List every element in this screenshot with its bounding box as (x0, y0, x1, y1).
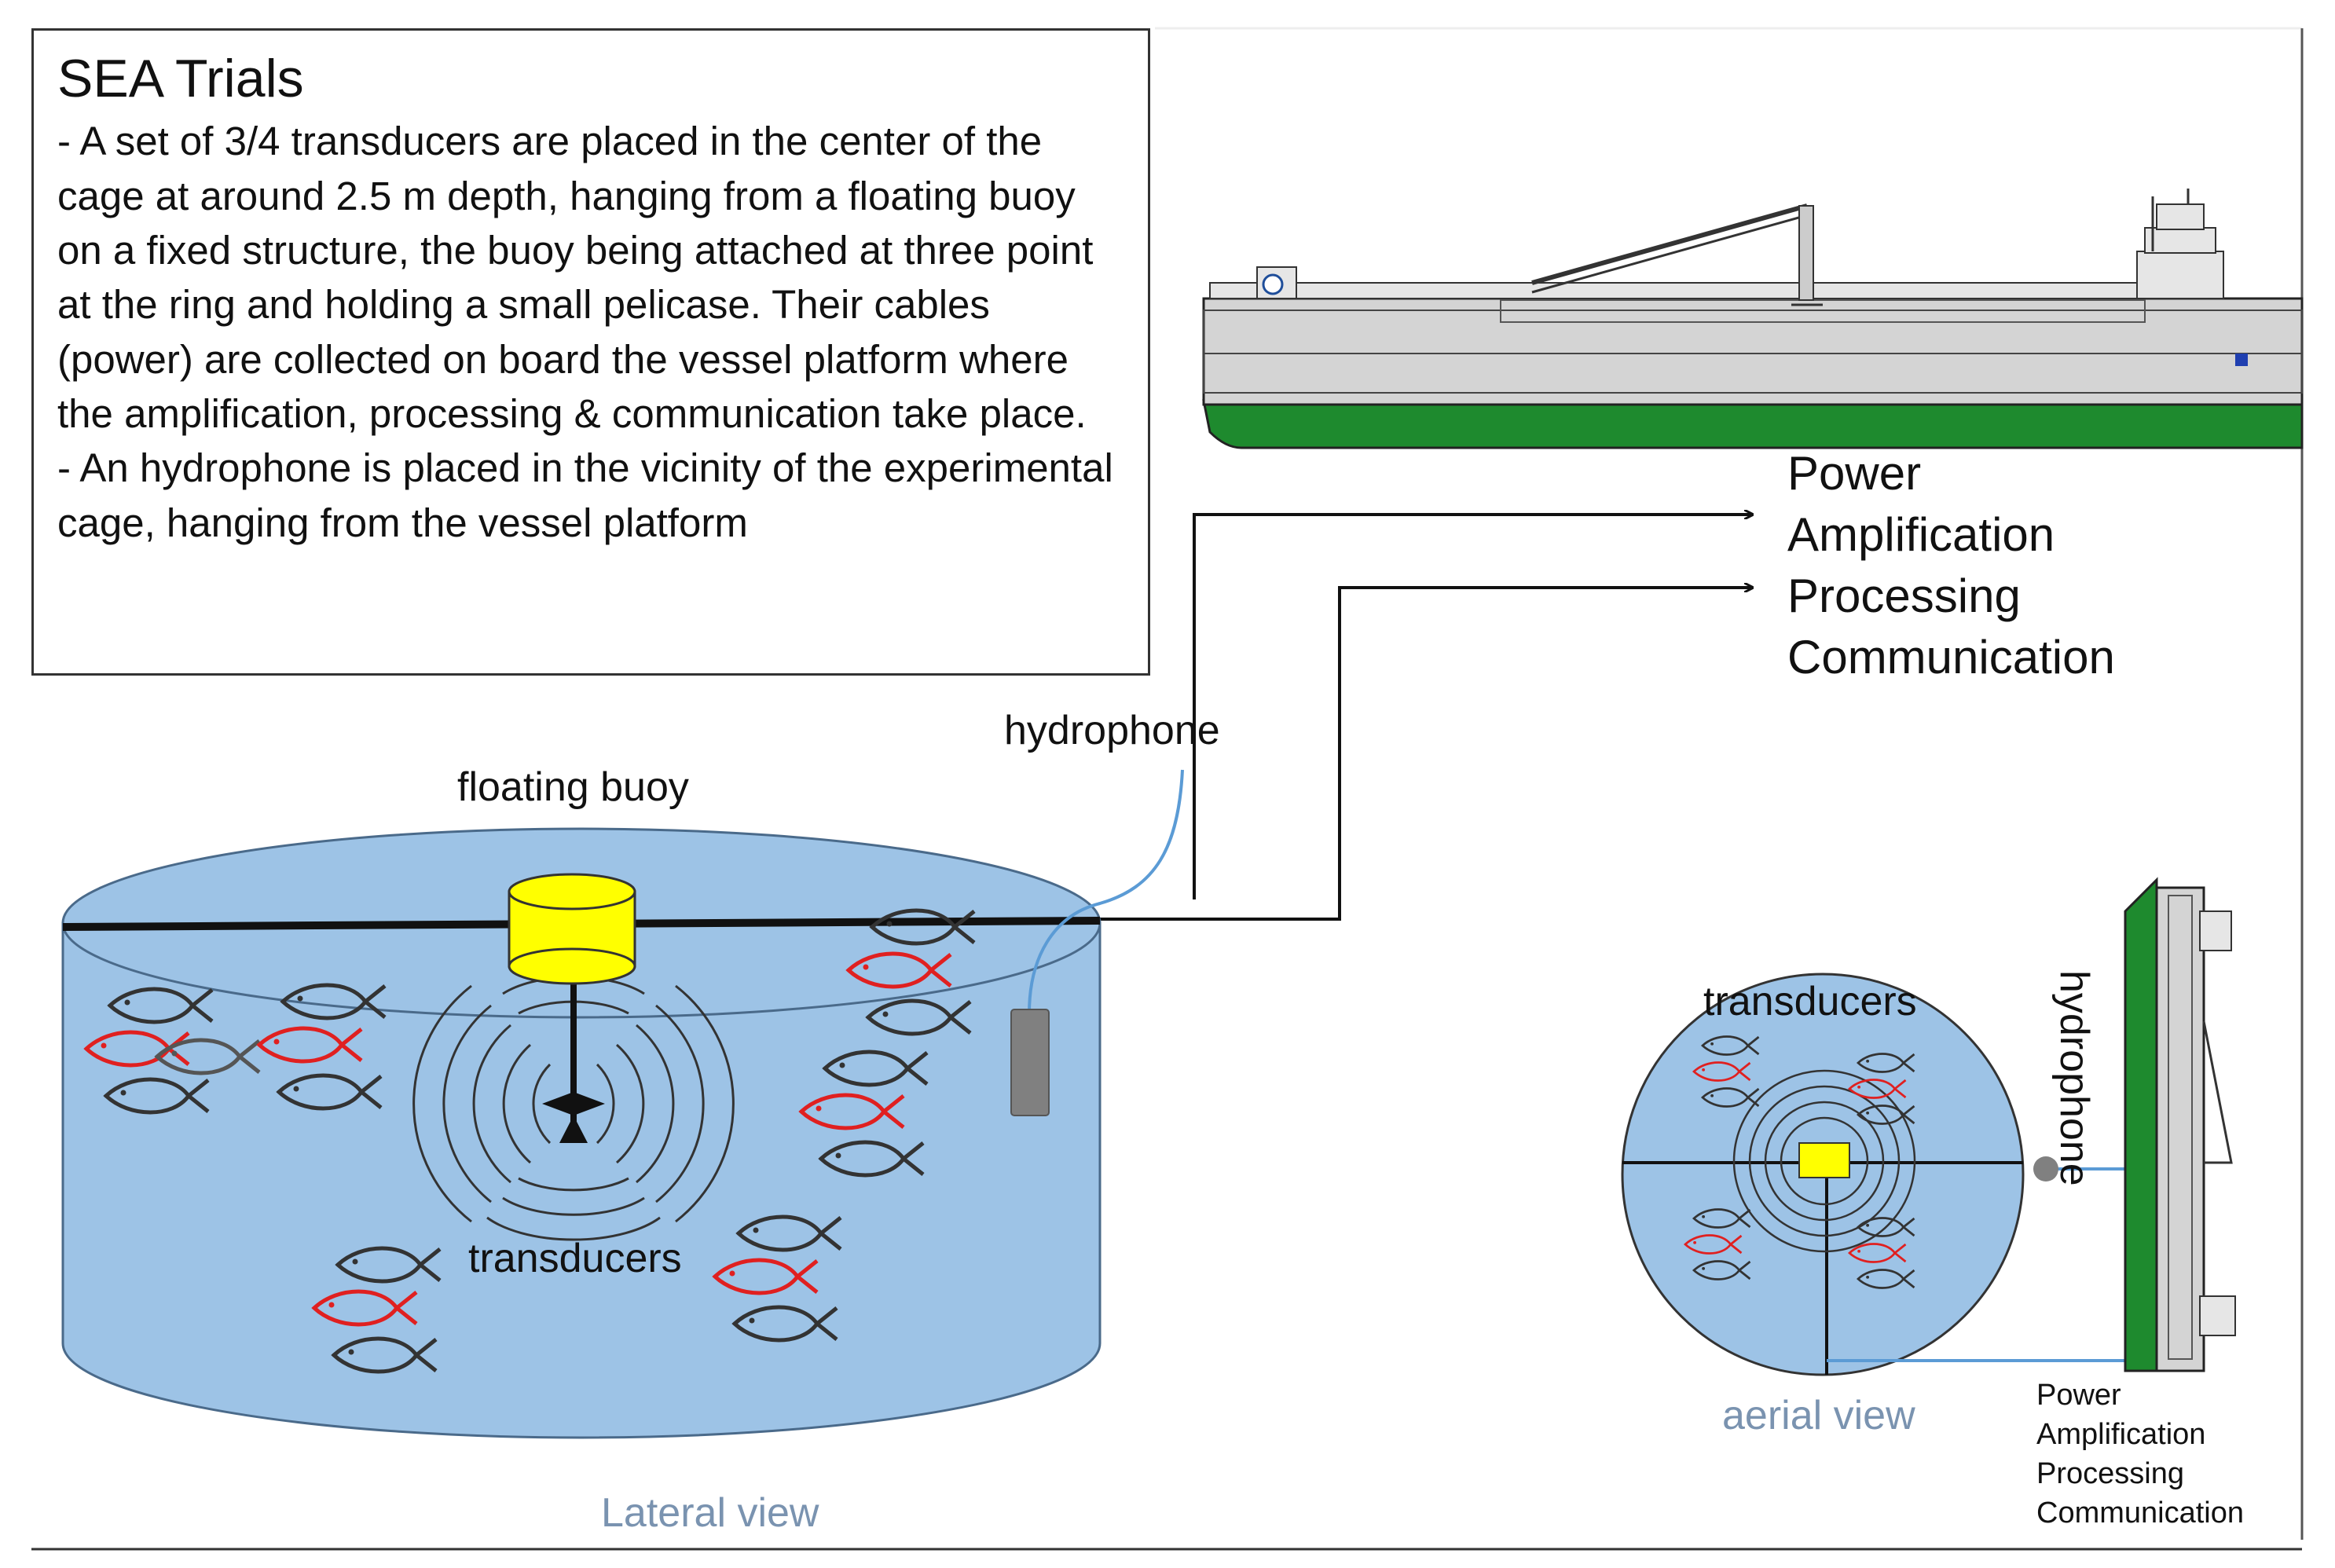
lateral-view-label: Lateral view (601, 1490, 819, 1536)
bottom-function-processing: Processing (2036, 1457, 2184, 1490)
aerial-view-label: aerial view (1722, 1393, 1915, 1438)
hydrophone-device (1010, 1009, 1050, 1116)
sound-waves-icon (412, 976, 735, 1241)
bottom-function-communication: Communication (2036, 1497, 2244, 1530)
info-title: SEA Trials (57, 49, 304, 108)
hydrophone-cable-arrow (1193, 515, 1752, 899)
lateral-cage (61, 769, 1184, 1439)
aerial-buoy (1798, 1142, 1850, 1178)
aerial-sound-waves-icon (1732, 1069, 1916, 1253)
aerial-transducers-label: transducers (1703, 979, 1917, 1024)
floating-buoy-label: floating buoy (457, 764, 689, 810)
vessel-top-view (2124, 877, 2236, 1372)
vessel-side-view (1202, 189, 2304, 449)
info-paragraph-2: - An hydrophone is placed in the vicinit… (57, 445, 1113, 545)
function-communication: Communication (1787, 631, 2115, 683)
hydrophone-label: hydrophone (1004, 708, 1220, 753)
aerial-hydrophone-label: hydrophone (2051, 970, 2097, 1186)
aerial-hydrophone-device (2033, 1156, 2058, 1181)
aerial-cage (1621, 973, 2137, 1376)
function-processing: Processing (1787, 570, 2021, 622)
floating-buoy (508, 873, 636, 985)
bottom-function-amplification: Amplification (2036, 1418, 2206, 1451)
info-box: SEA Trials - A set of 3/4 transducers ar… (31, 28, 1150, 676)
function-power: Power (1787, 447, 1922, 500)
info-paragraph-1: - A set of 3/4 transducers are placed in… (57, 119, 1094, 436)
bottom-function-power: Power (2036, 1379, 2121, 1412)
function-amplification: Amplification (1787, 508, 2055, 561)
transducers-label: transducers (468, 1236, 682, 1281)
transducer-cable-arrow (1096, 588, 1752, 921)
